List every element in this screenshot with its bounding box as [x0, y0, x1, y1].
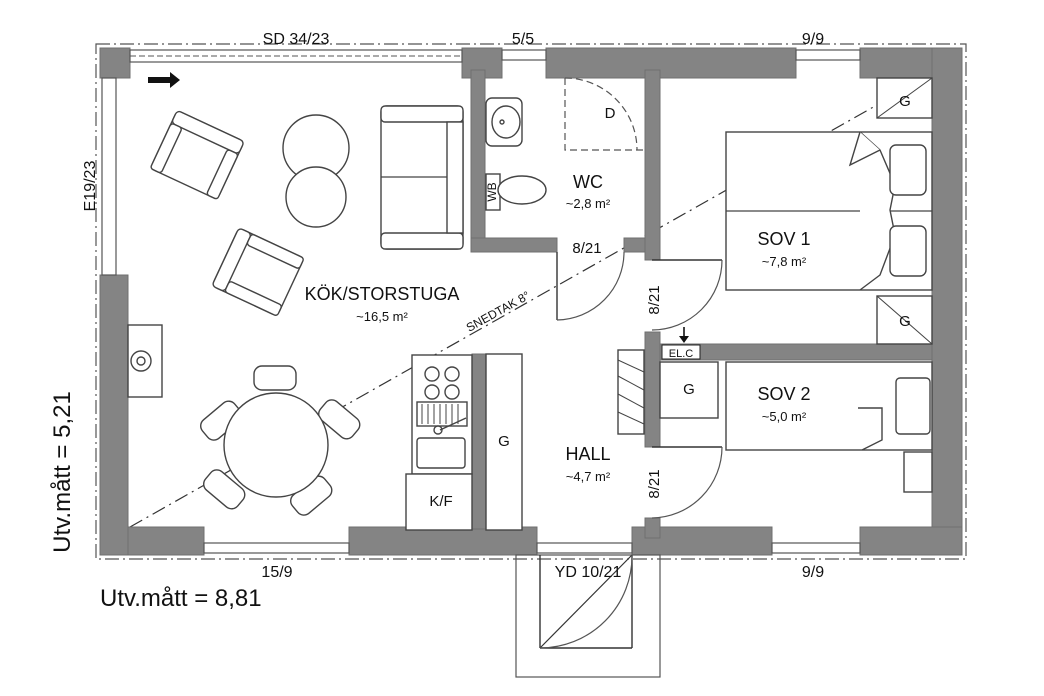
room-living-name: KÖK/STORSTUGA	[305, 284, 460, 304]
window-bed1-label: 9/9	[802, 31, 824, 48]
window-bed2-label: 9/9	[802, 564, 824, 581]
window-west-label: E19/23	[82, 161, 99, 212]
dryer-label: D	[605, 105, 616, 122]
armchair-2	[212, 228, 304, 316]
interior-walls	[470, 69, 933, 539]
room-wc-area: ~2,8 m²	[566, 196, 611, 211]
room-hall-area: ~4,7 m²	[566, 469, 611, 484]
window-south-living-label: 15/9	[261, 564, 292, 581]
slide-arrow-icon	[148, 72, 180, 88]
sliding-door-label: SD 34/23	[263, 31, 330, 48]
coat-rack	[617, 349, 645, 435]
fridge-freezer-label: K/F	[429, 493, 452, 510]
door-wc-label: 8/21	[572, 240, 601, 257]
room-hall-name: HALL	[565, 444, 610, 464]
room-wc-name: WC	[573, 172, 603, 192]
wardrobe-bed1-top	[876, 77, 933, 119]
wardrobe-kitchen-label: G	[498, 433, 510, 450]
single-bed	[725, 361, 933, 451]
entry-door-label: YD 10/21	[555, 564, 622, 581]
dryer-cabinet	[564, 77, 645, 151]
kitchen-wardrobe	[485, 353, 523, 531]
room-bed2-area: ~5,0 m²	[762, 409, 807, 424]
exterior-walls	[99, 47, 963, 556]
window-frames	[101, 49, 861, 554]
electrical-cabinet	[661, 327, 701, 360]
stove	[127, 324, 163, 398]
room-bed1-area: ~7,8 m²	[762, 254, 807, 269]
wardrobe-bed1-top-label: G	[899, 93, 911, 110]
sofa	[380, 105, 464, 250]
wardrobe-bed1-bottom-label: G	[899, 313, 911, 330]
armchair-1	[150, 110, 244, 200]
roof-label: SNEDTAK 8°	[464, 288, 533, 335]
washbasin-label: WB	[485, 182, 499, 201]
nightstand	[903, 451, 933, 493]
double-bed	[725, 131, 933, 291]
door-bed2-label: 8/21	[646, 469, 663, 498]
wardrobe-bed2-label: G	[683, 381, 695, 398]
wardrobe-bed1-bottom	[876, 295, 933, 345]
doors	[515, 251, 723, 678]
round-table-2	[285, 166, 347, 228]
washbasin	[485, 97, 523, 147]
window-wc-label: 5/5	[512, 31, 534, 48]
room-bed1-name: SOV 1	[757, 229, 810, 249]
room-living-area: ~16,5 m²	[356, 309, 408, 324]
toilet	[485, 173, 547, 211]
door-bed1-label: 8/21	[646, 285, 663, 314]
kitchen-counter	[405, 354, 473, 531]
outer-depth-dimension: Utv.mått = 5,21	[49, 391, 76, 553]
dining-table	[200, 365, 361, 516]
room-bed2-name: SOV 2	[757, 384, 810, 404]
outer-boundary	[95, 43, 967, 560]
wardrobe-bed2	[659, 361, 719, 419]
outer-width-dimension: Utv.mått = 8,81	[100, 585, 262, 612]
electrical-label: EL.C	[669, 348, 694, 360]
